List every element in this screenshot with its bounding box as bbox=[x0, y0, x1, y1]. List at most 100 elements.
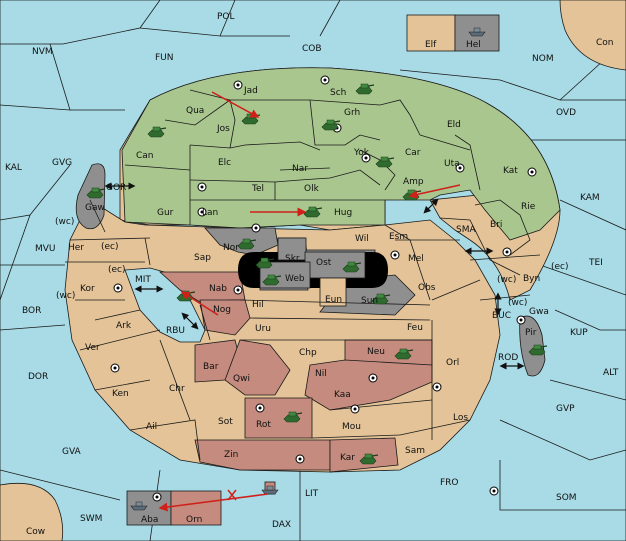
sea-label-swm: SWM bbox=[80, 514, 102, 524]
territory-label-jos: Jos bbox=[216, 124, 230, 134]
territory-rot[interactable] bbox=[244, 397, 313, 439]
territory-label-nor: Nor bbox=[223, 243, 239, 253]
territory-label-eld: Eld bbox=[447, 120, 461, 130]
territory-eun[interactable] bbox=[319, 277, 347, 307]
sea-label-pol: POL bbox=[217, 12, 235, 22]
territory-label-byn: Byn bbox=[523, 274, 540, 284]
adjacency-arrows bbox=[104, 182, 525, 370]
territory-label-car: Car bbox=[405, 148, 421, 158]
territory-cow[interactable] bbox=[0, 482, 64, 541]
fleet-icon bbox=[261, 485, 279, 495]
territory-label-sot: Sot bbox=[218, 417, 233, 427]
coast-tag-ec: (ec) bbox=[551, 262, 569, 272]
territory-label-elf: Elf bbox=[425, 40, 437, 50]
sea-label-sma: SMA bbox=[456, 225, 476, 235]
sea-label-nvm: NVM bbox=[32, 47, 53, 57]
sea-label-som: SOM bbox=[556, 493, 577, 503]
sea-label-mvu: MVU bbox=[35, 244, 56, 254]
territory-kar[interactable] bbox=[329, 437, 399, 473]
orders bbox=[158, 91, 461, 512]
territory-zin[interactable] bbox=[194, 439, 331, 471]
territory-label-con: Con bbox=[596, 38, 614, 48]
territory-label-can: Can bbox=[136, 151, 154, 161]
territory-label-eun: Eun bbox=[325, 295, 342, 305]
territory-label-sap: Sap bbox=[194, 253, 211, 263]
borders-green bbox=[124, 89, 481, 225]
territory-label-cow: Cow bbox=[26, 527, 45, 537]
territory-label-sun: Sun bbox=[361, 296, 378, 306]
sea-label-alt: ALT bbox=[603, 368, 619, 378]
territory-label-zin: Zin bbox=[224, 450, 238, 460]
sea-label-fro: FRO bbox=[440, 478, 459, 488]
territory-label-ken: Ken bbox=[112, 389, 129, 399]
sea-label-dax: DAX bbox=[272, 520, 291, 530]
territory-label-aba: Aba bbox=[141, 515, 158, 525]
territory-label-gaw: Gaw bbox=[85, 203, 105, 213]
territory-label-kar: Kar bbox=[340, 453, 355, 463]
labels: POL NVM FUN COB NOM Con OVD KAL GVG KAM … bbox=[5, 12, 619, 537]
region-green bbox=[121, 67, 561, 241]
territory-label-feu: Feu bbox=[407, 323, 423, 333]
territory-label-nil: Nil bbox=[315, 369, 327, 379]
territory-label-hil: Hil bbox=[252, 300, 264, 310]
territory-label-wil: Wil bbox=[355, 234, 369, 244]
territory-label-qua: Qua bbox=[186, 106, 204, 116]
territory-qwi[interactable] bbox=[224, 339, 291, 396]
territory-label-los: Los bbox=[453, 413, 468, 423]
territory-label-amp: Amp bbox=[403, 177, 424, 187]
sea-label-gvp: GVP bbox=[556, 404, 575, 414]
territory-label-nab: Nab bbox=[209, 284, 227, 294]
territory-label-grh: Grh bbox=[344, 108, 360, 118]
borders-spiral bbox=[65, 199, 541, 461]
territory-label-orn: Orn bbox=[186, 515, 202, 525]
territory-label-hel: Hel bbox=[466, 40, 481, 50]
sea-label-fun: FUN bbox=[155, 53, 174, 63]
territory-label-bri: Bri bbox=[490, 220, 502, 230]
territory-label-esm: Esm bbox=[389, 232, 408, 242]
coast-tag-gor: GOR bbox=[106, 183, 126, 193]
territory-label-skr: Skr bbox=[285, 254, 300, 264]
sea-label-kam: KAM bbox=[580, 193, 600, 203]
coast-tag-wc: (wc) bbox=[56, 291, 75, 301]
territory-skr-inner[interactable] bbox=[277, 237, 307, 261]
territory-label-obs: Obs bbox=[418, 283, 436, 293]
territory-label-sch: Sch bbox=[330, 88, 346, 98]
sea-label-gva: GVA bbox=[62, 447, 82, 457]
territory-label-bar: Bar bbox=[203, 362, 219, 372]
coast-tag-wc: (wc) bbox=[508, 298, 527, 308]
territory-nog[interactable] bbox=[199, 299, 251, 336]
coast-tag-wc: (wc) bbox=[497, 275, 516, 285]
territory-label-orl: Orl bbox=[446, 358, 459, 368]
territory-label-neu: Neu bbox=[367, 347, 385, 357]
territory-label-hug: Hug bbox=[334, 208, 352, 218]
coast-tag-ec: (ec) bbox=[101, 242, 119, 252]
territory-label-mou: Mou bbox=[342, 422, 361, 432]
territory-label-yok: Yok bbox=[353, 148, 370, 158]
sea-label-kup: KUP bbox=[570, 328, 588, 338]
sea-label-buc: BUC bbox=[492, 311, 511, 321]
territory-kaa[interactable] bbox=[304, 359, 433, 411]
territory-label-uru: Uru bbox=[255, 324, 271, 334]
territory-label-kor: Kor bbox=[80, 284, 95, 294]
sea-label-gvg: GVG bbox=[52, 158, 72, 168]
territory-label-gwa: Gwa bbox=[529, 307, 549, 317]
territory-label-gur: Gur bbox=[157, 208, 174, 218]
territory-label-ark: Ark bbox=[116, 321, 132, 331]
territory-orn[interactable] bbox=[170, 490, 222, 526]
sea-label-kal: KAL bbox=[5, 163, 22, 173]
territory-label-ost: Ost bbox=[316, 258, 332, 268]
territory-con[interactable] bbox=[559, 0, 626, 71]
sea-label-lit: LIT bbox=[305, 489, 319, 499]
territory-label-mel: Mel bbox=[408, 254, 424, 264]
territory-label-sam: Sam bbox=[405, 446, 425, 456]
territory-label-tel: Tel bbox=[251, 184, 264, 194]
sea-label-rbu: RBU bbox=[166, 326, 185, 336]
sea-label-rod: ROD bbox=[498, 353, 518, 363]
territory-label-kaa: Kaa bbox=[334, 390, 351, 400]
territory-label-jad: Jad bbox=[243, 86, 258, 96]
territory-pir[interactable] bbox=[519, 315, 546, 377]
territory-elf[interactable] bbox=[406, 14, 456, 52]
territory-label-ail: Ail bbox=[146, 422, 157, 432]
territory-label-pir: Pir bbox=[525, 328, 537, 338]
